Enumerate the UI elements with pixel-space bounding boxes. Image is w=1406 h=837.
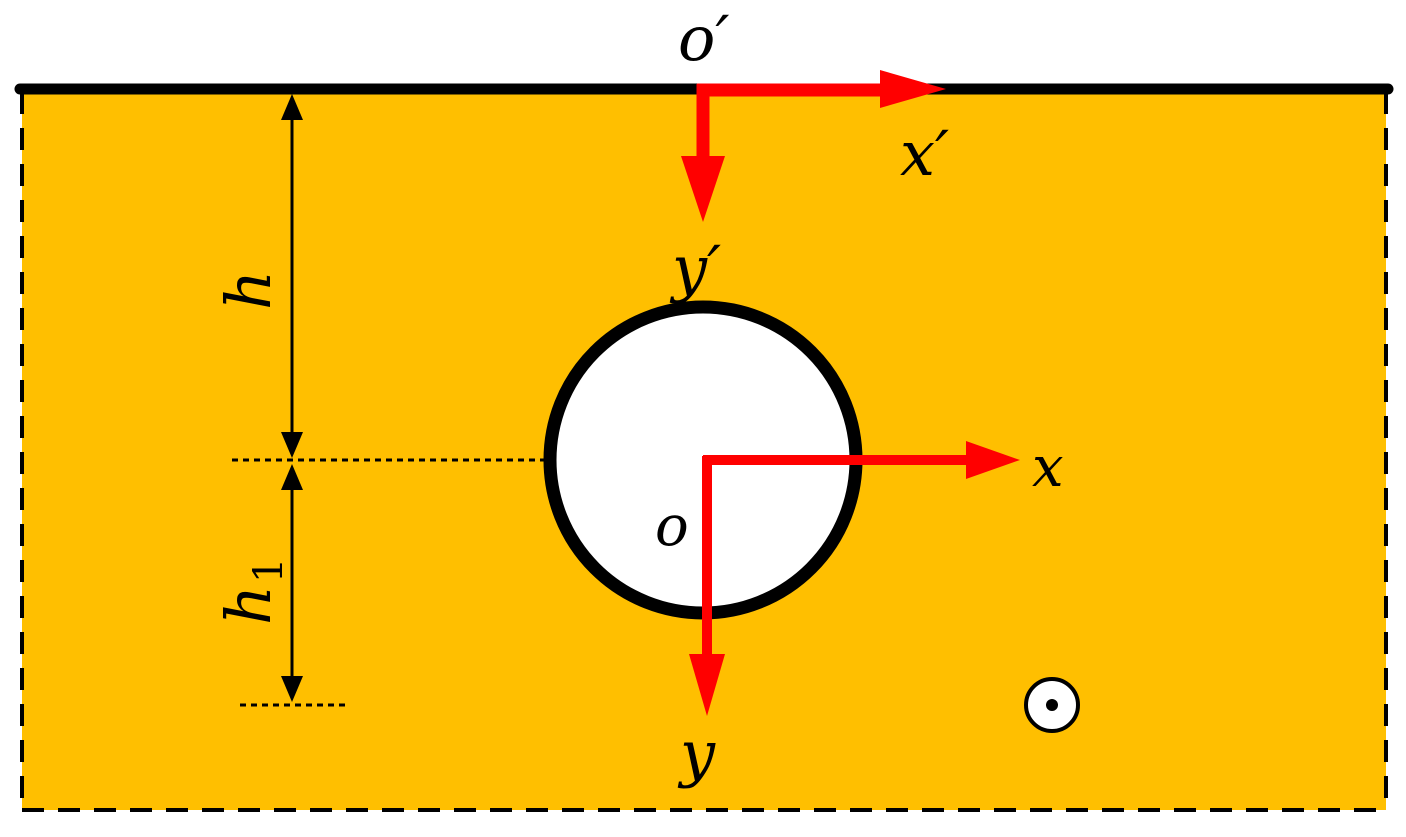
x-prime-arrowhead [880, 70, 946, 108]
surface-axes [681, 70, 946, 222]
svg-text:h1: h1 [212, 558, 292, 625]
label-x-center: x [1032, 435, 1064, 500]
dot-in-circle-icon [1024, 677, 1080, 733]
label-origin-center: o [655, 494, 689, 559]
x-arrowhead [966, 441, 1020, 479]
label-depth-h: h [212, 270, 285, 310]
center-axes [689, 441, 1020, 716]
label-y-surface: y′ [669, 232, 721, 305]
svg-text:h: h [212, 270, 285, 310]
y-arrowhead [689, 654, 725, 716]
label-x-surface: x′ [900, 117, 949, 190]
dimension-h [281, 94, 303, 458]
label-depth-h1: h1 [212, 558, 292, 625]
dimension-h1 [281, 464, 303, 702]
label-y-center: y [677, 717, 716, 790]
label-origin-surface: o′ [678, 2, 729, 75]
y-prime-arrowhead [681, 156, 725, 222]
